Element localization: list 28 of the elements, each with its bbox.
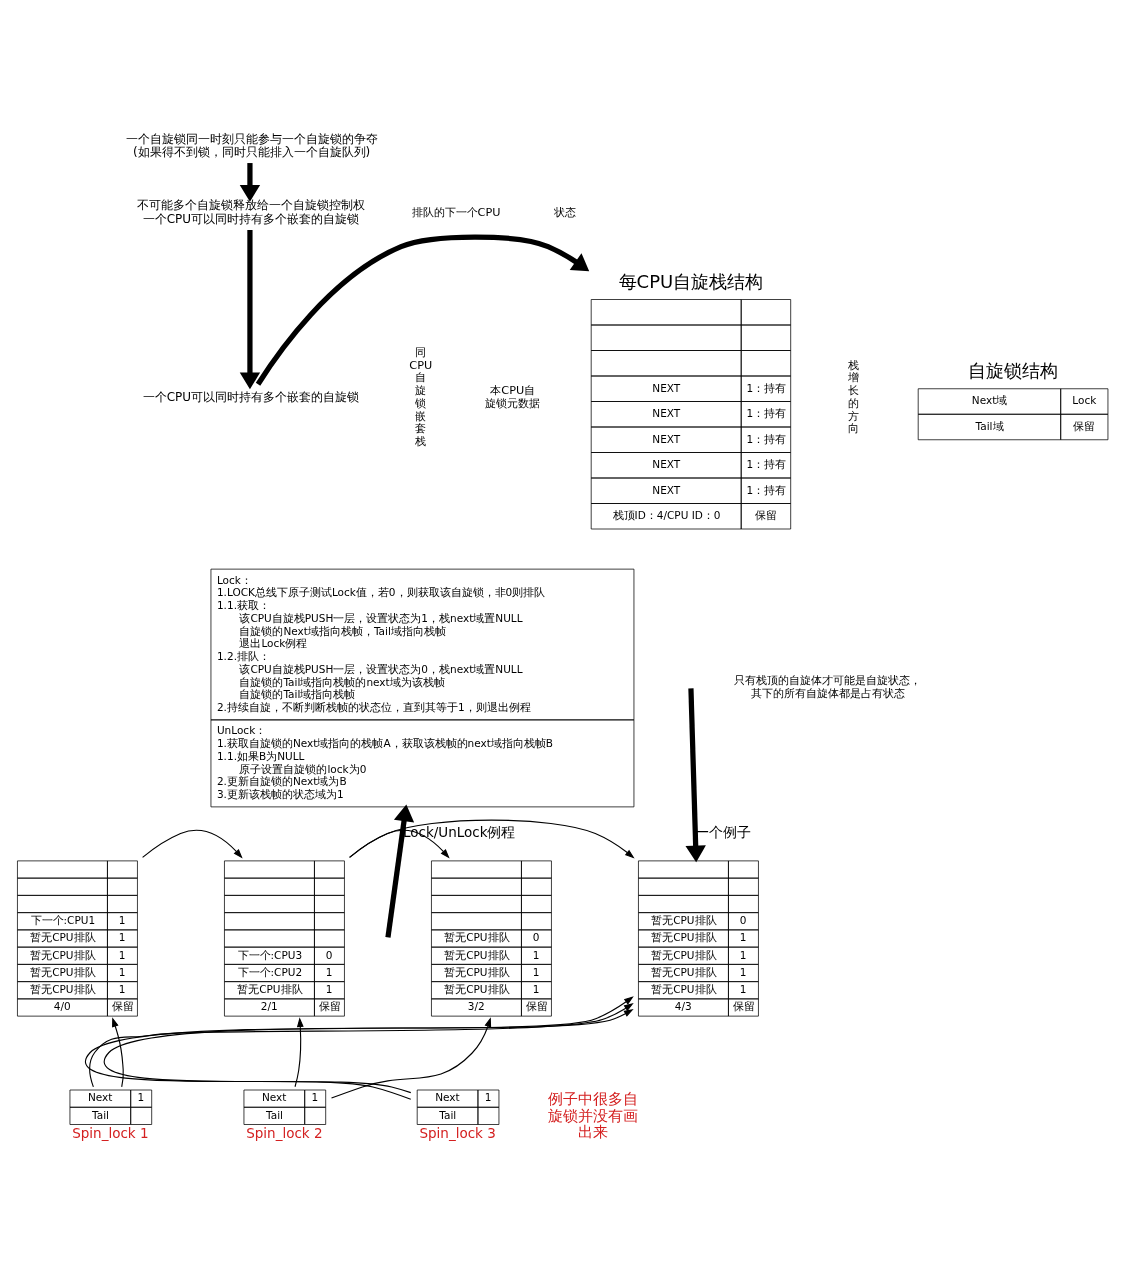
arrow xyxy=(112,1016,124,1087)
node-text: 一个CPU可以同时持有多个嵌套的自旋锁 xyxy=(142,389,360,404)
arrow xyxy=(385,804,415,938)
label: 例子中很多自旋锁并没有画出来 xyxy=(547,1089,638,1141)
arrow xyxy=(685,687,706,862)
node-label: 每CPU自旋栈结构 xyxy=(618,270,764,292)
label: 本CPU自旋锁元数据 xyxy=(484,383,540,410)
arrow xyxy=(330,1016,492,1099)
arrow xyxy=(84,995,634,1100)
node-label: 自旋锁结构 xyxy=(967,359,1058,381)
label: 栈增长的方向 xyxy=(848,358,860,435)
arrow xyxy=(142,829,243,859)
node-text: 不可能多个自旋锁释放给一个自旋锁控制权 一个CPU可以同时持有多个嵌套的自旋锁 xyxy=(137,197,366,226)
label: 状态 xyxy=(554,205,577,219)
arrow xyxy=(103,1008,634,1093)
arrow xyxy=(294,1016,304,1087)
label: 只有栈顶的自旋体才可能是自旋状态，其下的所有自旋体都是占有状态 xyxy=(734,673,922,700)
node-label: Spin_lock 3 xyxy=(419,1124,496,1141)
node-label: Spin_lock 2 xyxy=(246,1124,323,1141)
arrow xyxy=(89,1002,634,1087)
label: 排队的下一个CPU xyxy=(411,205,501,219)
node-text: 一个自旋锁同一时刻只能参与一个自旋锁的争夺 (如果得不到锁，同时只能排入一个自旋队列) xyxy=(125,131,378,159)
arrow xyxy=(239,229,261,389)
arrow xyxy=(349,819,635,858)
node-label: Spin_lock 1 xyxy=(72,1124,149,1141)
arrow xyxy=(255,234,590,386)
label: 同CPU自旋锁嵌套栈 xyxy=(409,345,433,448)
arrow xyxy=(239,162,261,202)
